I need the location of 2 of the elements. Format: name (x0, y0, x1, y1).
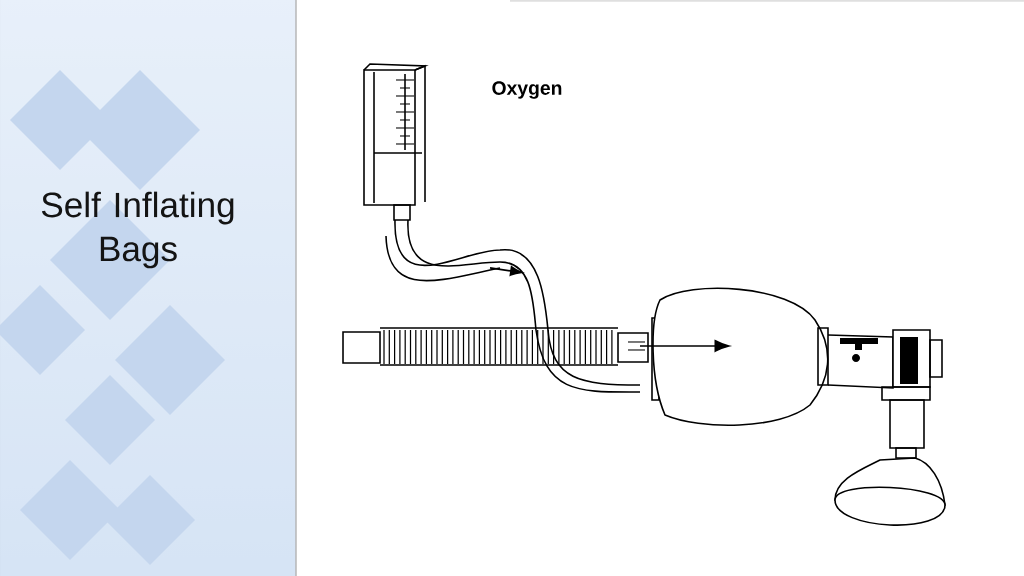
gas-label: Oxygen (492, 81, 562, 99)
slide-title: Self Inflating Bags (41, 191, 234, 269)
